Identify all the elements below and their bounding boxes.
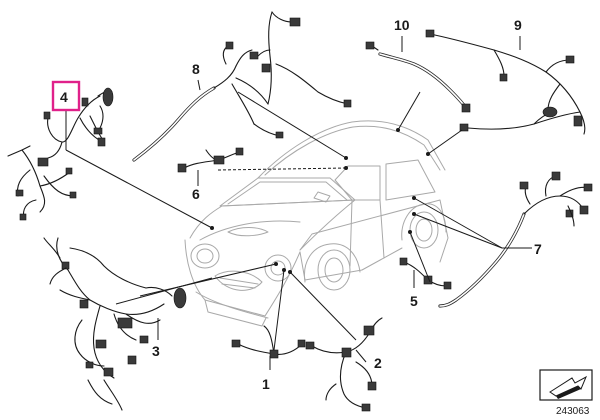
part-number-3[interactable]: 3 — [152, 343, 160, 359]
harness-part-1 — [231, 325, 306, 359]
part-number-1[interactable]: 1 — [262, 376, 270, 392]
part-number-5[interactable]: 5 — [410, 293, 418, 309]
car-outline — [184, 120, 449, 327]
arrow-box-icon — [539, 369, 593, 401]
part-number-8[interactable]: 8 — [192, 61, 200, 77]
part-number-10[interactable]: 10 — [394, 17, 410, 33]
part-number-9[interactable]: 9 — [514, 17, 522, 33]
harness-part-2 — [305, 317, 383, 412]
harness-part-10 — [365, 41, 471, 113]
harness-left-cluster — [7, 145, 77, 221]
harness-part-3 — [43, 237, 187, 411]
harness-part-4 — [43, 87, 114, 159]
part-number-6[interactable]: 6 — [192, 186, 200, 202]
part-number-2[interactable]: 2 — [374, 355, 382, 371]
part-labels: 4 1 2 3 5 6 7 8 9 10 — [51, 17, 542, 392]
harness-part-7 — [438, 171, 593, 308]
highlight-box-part-4 — [51, 80, 81, 112]
harness-part-9 — [425, 29, 586, 135]
leader-lines — [65, 36, 532, 370]
harness-part-8 — [132, 11, 352, 162]
part-number-4[interactable]: 4 — [60, 89, 68, 105]
part-number-7[interactable]: 7 — [534, 241, 542, 257]
diagram-reference-number: 243063 — [556, 406, 590, 417]
harness-part-5 — [399, 257, 452, 290]
harness-part-6 — [177, 147, 244, 173]
